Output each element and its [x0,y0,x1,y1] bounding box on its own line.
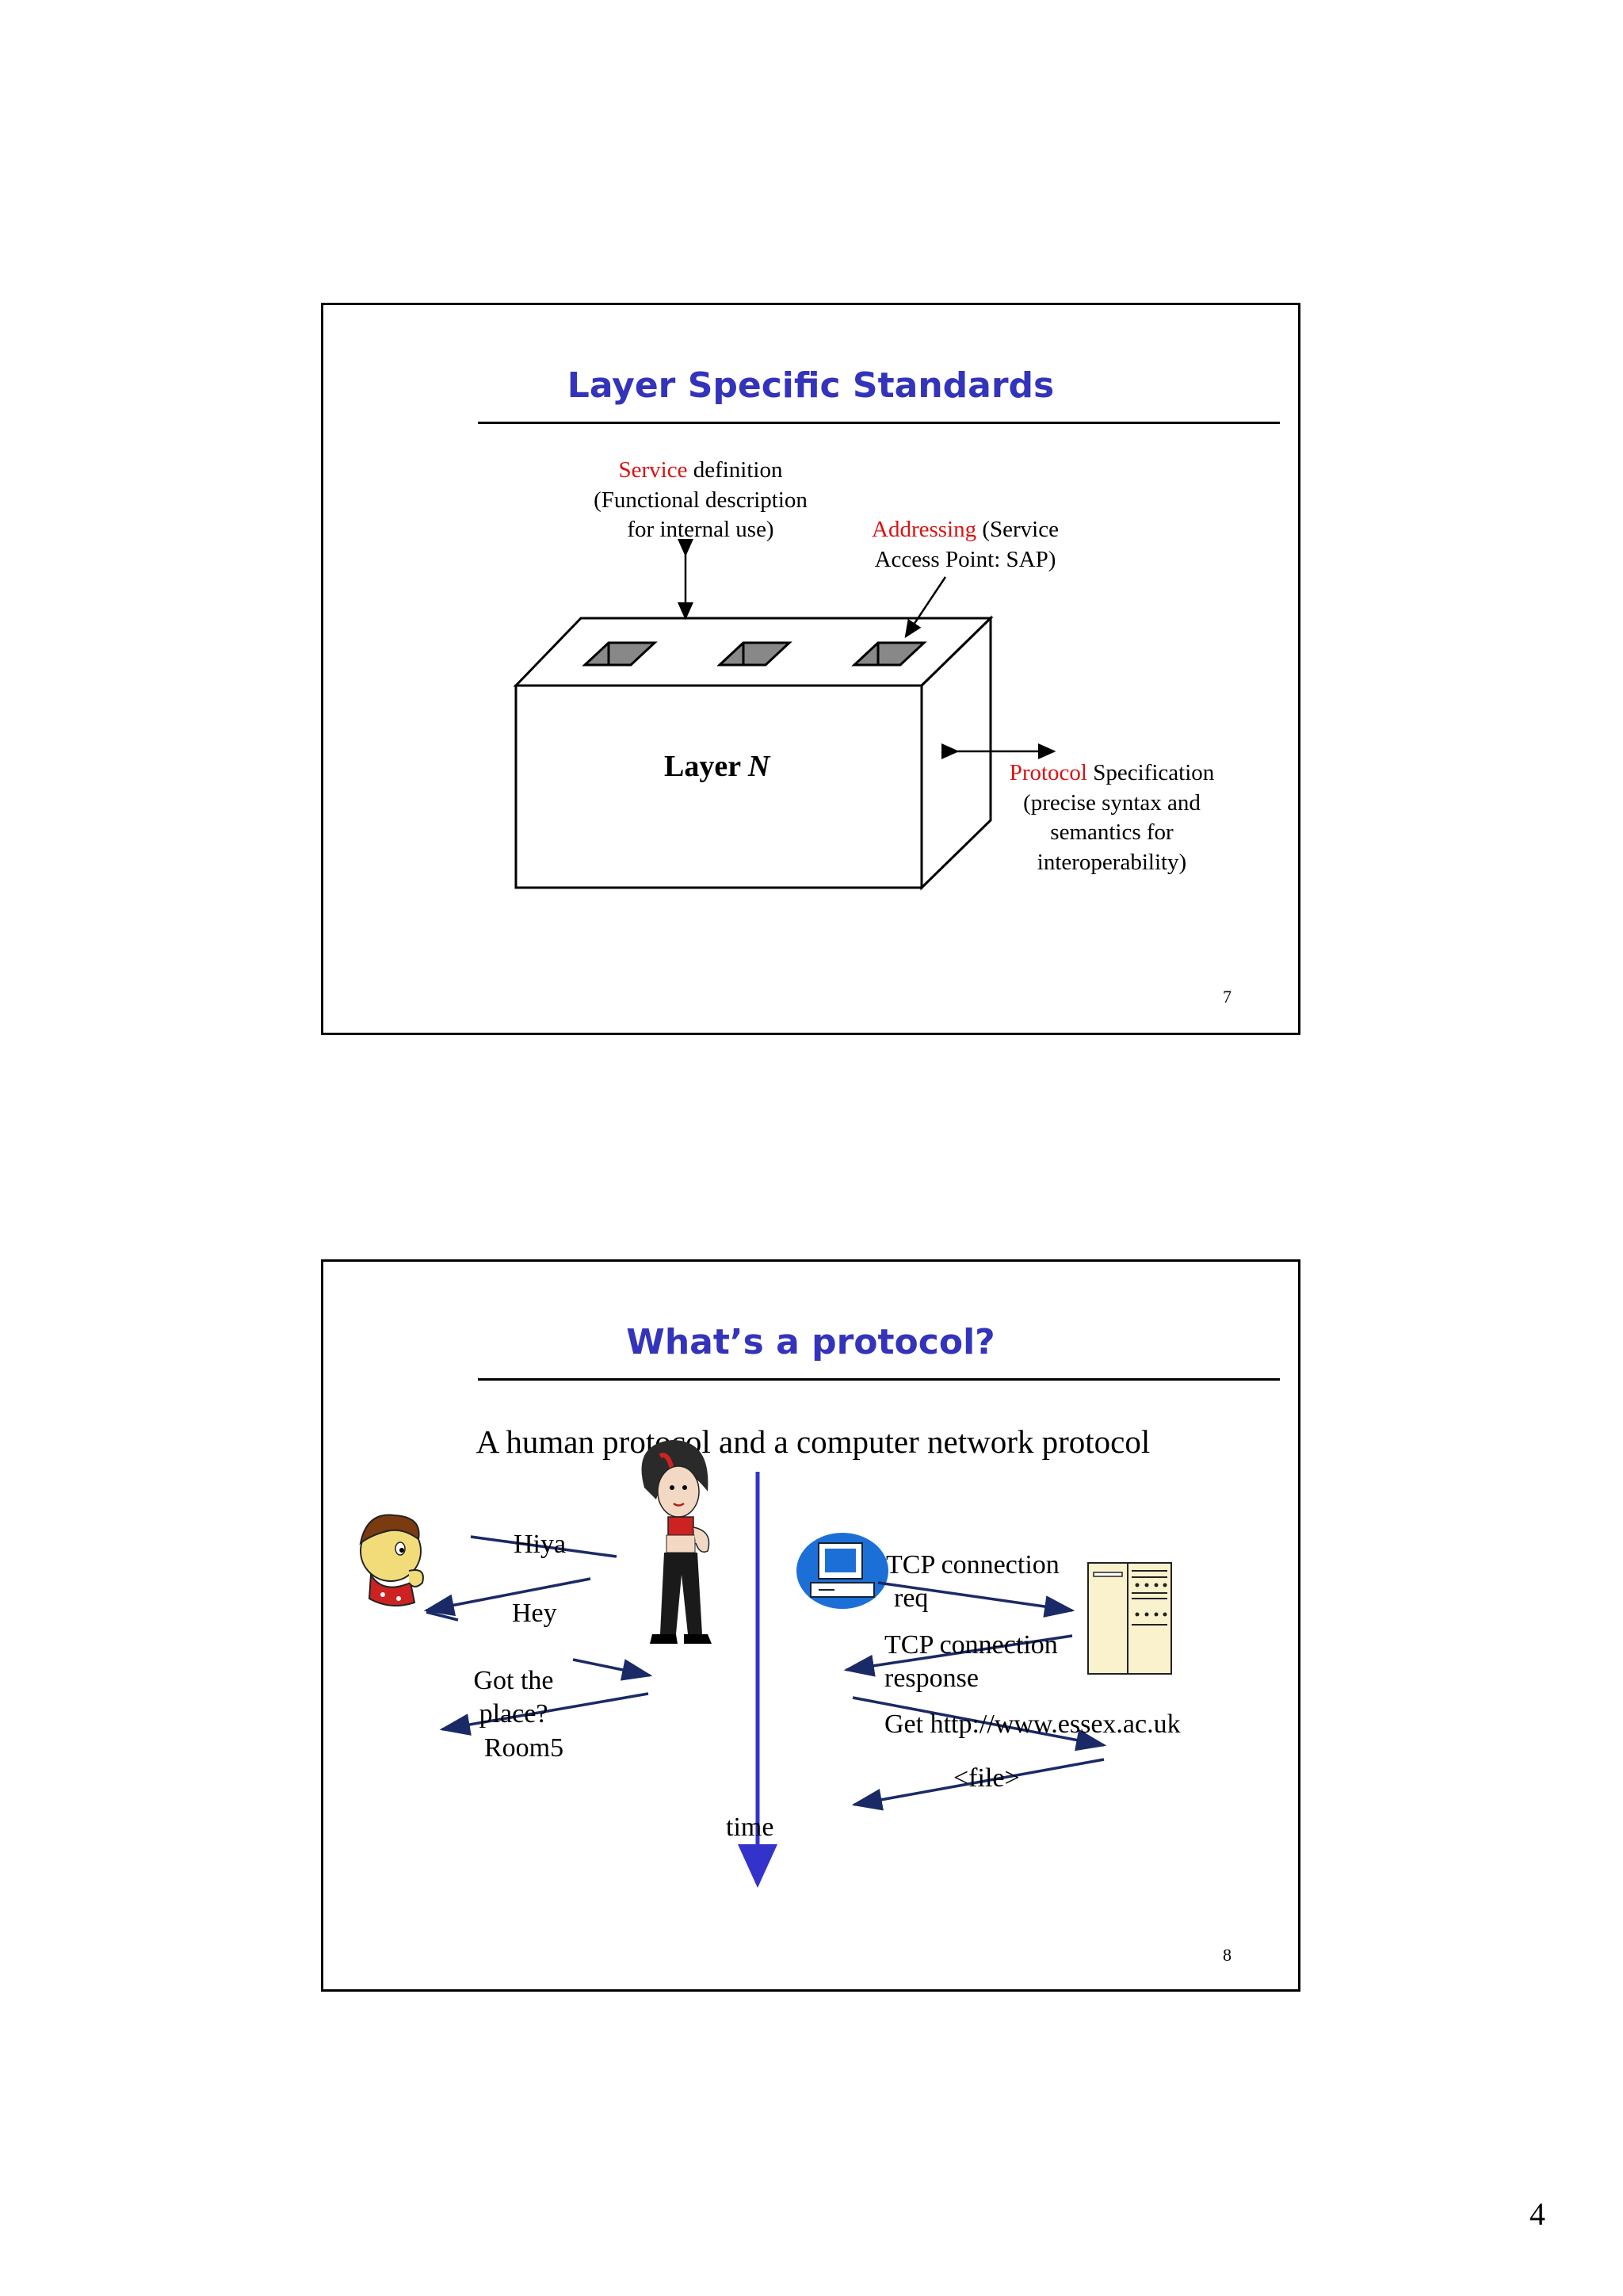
layer-n-label: Layer N [664,750,770,783]
title-rule [478,1378,1280,1381]
got-the-place-arrow [572,1658,653,1681]
slide-title: What’s a protocol? [626,1322,995,1362]
protocol-specification-label: Protocol Specification (precise syntax a… [1009,760,1215,875]
slide-number: 7 [1223,987,1232,1007]
file-label: <file> [953,1763,1020,1793]
slide-title: Layer Specific Standards [567,365,1055,406]
hey-arrow [423,1577,591,1617]
slide-subtitle: A human protocol and a computer network … [475,1423,1151,1460]
addressing-label: Addressing (Service Access Point: SAP) [872,517,1059,572]
layer-box-diagram [513,539,1056,891]
get-request-label: Get http://www.essex.ac.uk [884,1710,1181,1739]
boy-figure-icon [359,1514,424,1606]
slide-whats-a-protocol: What’s a protocol? A human protocol and … [321,1259,1300,1992]
addressing-arrow [904,576,947,639]
time-label: time [726,1813,774,1842]
page-number: 4 [1529,2196,1545,2232]
service-definition-label: Service definition (Functional descripti… [594,457,808,542]
title-rule [478,422,1280,424]
slide-layer-specific-standards: Layer Specific Standards Service [321,303,1300,1035]
got-the-place-label: Got the place? [473,1666,554,1729]
slide-number: 8 [1223,1945,1232,1965]
room5-arrow [439,1692,649,1736]
tcp-response-label: TCP connection response [884,1630,1058,1693]
tcp-response-arrow [843,1634,1073,1677]
sap-slot [716,641,792,667]
layer-box-front [514,684,923,889]
server-icon [1087,1562,1172,1675]
hiya-arrow [470,1535,617,1558]
sap-slot [851,641,927,667]
hiya-label: Hiya [514,1530,567,1559]
computer-icon [796,1533,888,1609]
room5-label: Room5 [484,1733,564,1763]
get-request-arrow [852,1696,1107,1752]
tcp-req-arrow [877,1581,1075,1618]
protocol-diagram [359,1440,1172,1888]
sap-slot [582,641,658,667]
woman-figure-icon [641,1440,712,1644]
file-arrow [851,1758,1105,1811]
tcp-req-label: TCP connection req [886,1550,1060,1613]
hey-label: Hey [512,1599,557,1628]
